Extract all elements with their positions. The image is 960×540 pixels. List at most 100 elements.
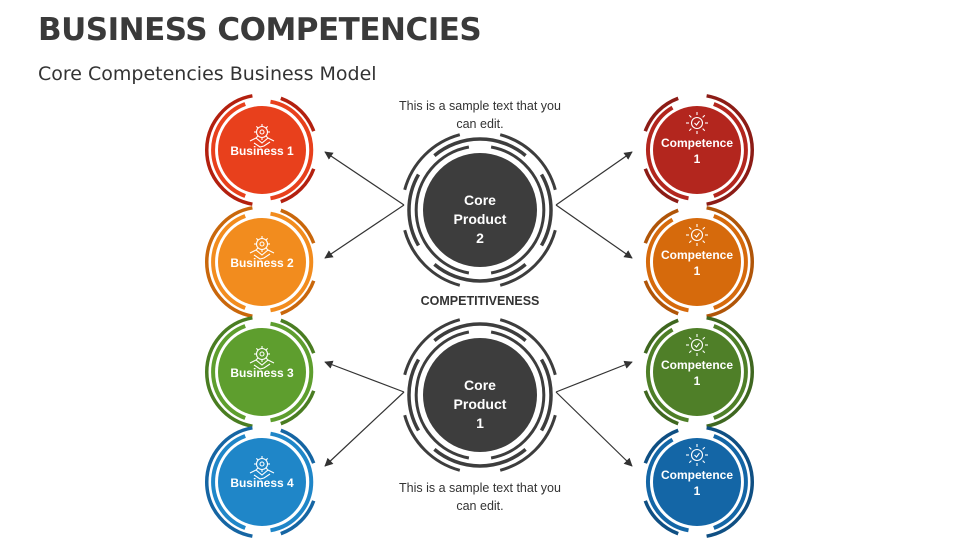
core-product-2-node-outer-arc [403, 133, 461, 191]
competence-node-3 [643, 316, 754, 428]
business-label-1: Business 1 [230, 144, 294, 158]
business-node-4-outer-arc [280, 500, 316, 536]
business-node-4-mid-arc [211, 434, 246, 530]
core-product-1-node-inner-arc [414, 330, 470, 460]
business-node-2-outer-arc [280, 208, 316, 244]
competence-node-1-disc [653, 106, 741, 194]
core-product-2-node-mid-arc [433, 263, 527, 283]
competence-node-4-outer-arc [643, 500, 679, 536]
core-product-2-node-inner-arc [414, 145, 470, 275]
nodes [205, 94, 754, 538]
business-node-1-mid-arc [211, 102, 246, 198]
competence-node-4-outer-arc [706, 426, 754, 538]
competence-node-4 [643, 426, 754, 538]
connector-core1-business4 [324, 391, 405, 467]
competence-label-2: Competence 1 [660, 248, 734, 278]
competence-node-2-disc [653, 218, 741, 306]
business-label-2: Business 2 [230, 256, 294, 270]
business-node-1-outer-arc [205, 94, 253, 206]
core-product-1-node-outer-arc [403, 318, 461, 376]
connector-core2-competence2 [555, 204, 633, 259]
business-node-2-mid-arc [270, 211, 314, 313]
competence-node-3-outer-arc [706, 316, 754, 428]
business-node-3-outer-arc [205, 316, 253, 428]
page-subtitle: Core Competencies Business Model [38, 63, 377, 85]
bottom-note: This is a sample text that you can edit. [399, 481, 561, 513]
business-node-2 [205, 206, 316, 318]
core-product-2-node [403, 133, 557, 287]
business-label-3: Business 3 [230, 366, 294, 380]
competence-node-1-outer-arc [643, 96, 679, 132]
page-title: BUSINESS COMPETENCIES [38, 12, 482, 48]
connector-core2-competence1 [555, 151, 633, 206]
competence-node-1-mid-arc [713, 102, 748, 198]
core-product-2-node-outer-arc [499, 133, 557, 191]
core-product-1-node-mid-arc [433, 322, 527, 342]
business-node-2-outer-arc [280, 280, 316, 316]
core-product-1-node-outer-arc [403, 414, 461, 472]
competence-node-1 [643, 94, 754, 206]
business-node-2-outer-arc [205, 206, 253, 318]
business-node-2-mid-arc [211, 214, 246, 310]
connector-core1-competence4 [555, 391, 633, 467]
business-node-3 [205, 316, 316, 428]
business-node-1-outer-arc [280, 96, 316, 132]
core-product-2-node-mid-arc [407, 173, 421, 247]
competence-node-2-mid-arc [645, 217, 689, 313]
top-note: This is a sample text that you can edit. [399, 99, 561, 131]
handshake-gear-icon [249, 346, 275, 370]
core-product-1-node-disc [423, 338, 537, 452]
competence-node-2-outer-arc [643, 280, 679, 316]
business-node-1-outer-arc [280, 168, 316, 204]
competence-label-3: Competence 1 [660, 358, 734, 388]
connector-core1-competence3 [555, 360, 633, 393]
competitiveness-label: COMPETITIVENESS [420, 294, 540, 308]
business-node-3-disc [218, 328, 306, 416]
competence-node-2-mid-arc [713, 214, 748, 310]
business-node-3-outer-arc [280, 318, 316, 354]
competence-node-3-outer-arc [643, 390, 679, 426]
award-badge-icon [686, 224, 708, 246]
core-product-1-node-inner-arc [490, 330, 546, 460]
competence-label-1: Competence 1 [660, 136, 734, 166]
competence-node-4-mid-arc [645, 437, 689, 533]
core-product-2-node-outer-arc [403, 229, 461, 287]
competence-node-4-disc [653, 438, 741, 526]
core-product-1-node-outer-arc [499, 414, 557, 472]
competence-node-3-mid-arc [645, 327, 689, 423]
connector-core2-business1 [324, 151, 405, 206]
connectors [324, 151, 633, 467]
connector-core1-business3 [324, 360, 405, 393]
business-node-1-disc [218, 106, 306, 194]
core-product-1-node-outer-arc [499, 318, 557, 376]
core-product-2-node-outer-arc [499, 229, 557, 287]
competence-node-3-disc [653, 328, 741, 416]
core-product-2-node-inner-arc [490, 145, 546, 275]
competence-node-1-outer-arc [643, 168, 679, 204]
handshake-gear-icon [249, 456, 275, 480]
competence-node-2-outer-arc [706, 206, 754, 318]
core-product-2-node-mid-arc [433, 137, 527, 157]
competence-node-4-outer-arc [643, 428, 679, 464]
business-node-3-outer-arc [280, 390, 316, 426]
award-badge-icon [686, 444, 708, 466]
competence-node-3-mid-arc [713, 324, 748, 420]
business-node-4-outer-arc [205, 426, 253, 538]
business-node-4-mid-arc [270, 431, 314, 533]
core-product-2-label: Core Product 2 [453, 192, 507, 246]
business-node-2-disc [218, 218, 306, 306]
award-badge-icon [686, 112, 708, 134]
business-label-4: Business 4 [230, 476, 294, 490]
core-product-1-node-mid-arc [433, 448, 527, 468]
competence-node-3-outer-arc [643, 318, 679, 354]
competence-node-4-mid-arc [713, 434, 748, 530]
business-node-4-disc [218, 438, 306, 526]
competence-node-2 [643, 206, 754, 318]
handshake-gear-icon [249, 124, 275, 148]
core-product-1-label: Core Product 1 [453, 377, 507, 431]
competence-label-4: Competence 1 [660, 468, 734, 498]
business-node-1 [205, 94, 316, 206]
core-product-2-node-disc [423, 153, 537, 267]
business-node-4-outer-arc [280, 428, 316, 464]
award-badge-icon [686, 334, 708, 356]
